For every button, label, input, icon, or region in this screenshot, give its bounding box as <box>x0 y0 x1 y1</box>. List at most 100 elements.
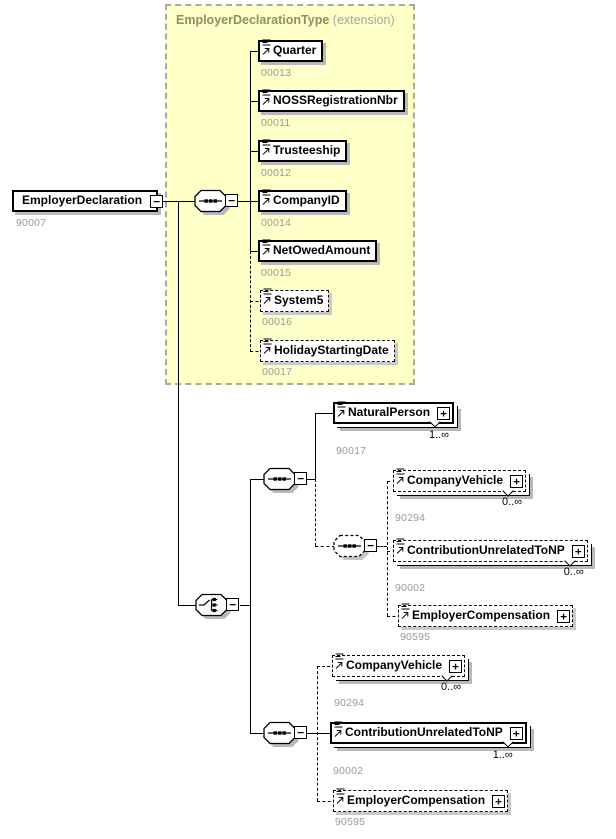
element-icon <box>334 721 343 737</box>
element-id-label: 00016 <box>262 316 293 328</box>
element-icon <box>262 139 271 155</box>
element-icon <box>396 468 405 484</box>
element-employer-compensation-2[interactable]: EmployerCompensation + 90595 <box>333 788 509 828</box>
element-contribution-unrelated-to-np-1[interactable]: ContributionUnrelatedToNP + 0..∞ 90002 <box>393 538 588 594</box>
collapse-button-sequence-top[interactable]: − <box>225 194 238 207</box>
connector <box>377 546 387 547</box>
connector <box>250 51 262 52</box>
element-id-label: 90002 <box>395 582 426 594</box>
connector <box>250 151 262 152</box>
choice-icon <box>195 593 231 619</box>
expand-button[interactable]: + <box>557 609 571 623</box>
element-name: ContributionUnrelatedToNP <box>407 543 565 557</box>
occurrence-label: 0..∞ <box>440 681 462 693</box>
connector <box>315 546 335 547</box>
collapse-button-sequence-bottom[interactable]: − <box>294 726 307 739</box>
element-icon <box>263 338 272 354</box>
occurrence-label: 0..∞ <box>563 566 584 578</box>
connector <box>387 551 396 552</box>
connector <box>250 201 262 202</box>
type-qualifier: (extension) <box>332 13 395 27</box>
element-id-label: 00011 <box>261 117 291 129</box>
connector <box>250 101 262 102</box>
element-icon <box>336 788 345 804</box>
occurrence-label: 1..∞ <box>428 429 450 441</box>
element-name: EmployerCompensation <box>347 793 486 807</box>
element-name: CompanyVehicle <box>407 473 504 487</box>
element-name: NaturalPerson <box>348 405 431 419</box>
element-id-label: 00014 <box>261 217 292 229</box>
connector <box>387 481 396 482</box>
element-name: EmployerCompensation <box>412 608 551 622</box>
connector <box>317 666 318 801</box>
element-icon <box>262 89 271 105</box>
element-id-label: 90002 <box>333 765 364 777</box>
element-name: Quarter <box>273 43 317 57</box>
element-company-vehicle-1[interactable]: CompanyVehicle + 0..∞ 90294 <box>393 468 527 524</box>
connector <box>250 301 264 302</box>
element-name: CompanyID <box>273 193 340 207</box>
element-holiday-starting-date[interactable]: HolidayStartingDate 00017 <box>260 338 395 378</box>
connector <box>250 251 262 252</box>
connector <box>317 666 335 667</box>
element-icon <box>401 603 410 619</box>
expand-button[interactable]: + <box>437 406 451 420</box>
element-icon <box>262 39 271 55</box>
element-name: ContributionUnrelatedToNP <box>345 725 503 739</box>
occurrence-label: 0..∞ <box>501 496 523 508</box>
element-icon <box>262 189 271 205</box>
element-name: System5 <box>274 293 324 307</box>
collapse-button-sequence-middle[interactable]: − <box>294 472 307 485</box>
connector <box>178 605 200 606</box>
expand-button[interactable]: + <box>449 659 463 673</box>
collapse-button-sequence-optional[interactable]: − <box>364 539 377 552</box>
sequence-icon <box>263 467 299 493</box>
connector <box>250 479 266 480</box>
element-id-label: 00017 <box>262 366 293 378</box>
connector <box>315 479 316 546</box>
connector <box>250 351 264 352</box>
element-trusteeship[interactable]: Trusteeship 00012 <box>258 139 348 179</box>
element-id-label: 00015 <box>261 267 292 279</box>
occurrence-label: 1..∞ <box>492 749 513 761</box>
element-company-vehicle-2[interactable]: CompanyVehicle + 0..∞ 90294 <box>332 653 466 709</box>
element-id-label: 90294 <box>395 512 426 524</box>
element-name: Trusteeship <box>273 143 341 157</box>
element-id-label: 00012 <box>261 167 292 179</box>
element-icon <box>337 401 346 417</box>
element-employer-compensation-1[interactable]: EmployerCompensation + 90595 <box>398 603 574 643</box>
expand-button[interactable]: + <box>571 544 585 558</box>
element-net-owed-amount[interactable]: NetOwedAmount 00015 <box>258 239 378 279</box>
element-employer-declaration[interactable]: EmployerDeclaration − 90007 <box>12 190 164 229</box>
element-icon <box>262 239 271 255</box>
collapse-button-choice[interactable]: − <box>226 598 239 611</box>
expand-button[interactable]: + <box>492 794 506 808</box>
element-quarter[interactable]: Quarter 00013 <box>258 39 324 79</box>
element-icon <box>335 653 344 669</box>
element-system5[interactable]: System5 00016 <box>260 288 330 328</box>
element-name: NOSSRegistrationNbr <box>273 93 398 107</box>
connector <box>387 481 388 616</box>
collapse-button[interactable]: − <box>150 194 164 208</box>
sequence-icon <box>194 189 230 215</box>
element-name: NetOwedAmount <box>273 243 371 257</box>
element-natural-person[interactable]: NaturalPerson + 1..∞ 90017 <box>333 401 455 457</box>
element-contribution-unrelated-to-np-2[interactable]: ContributionUnrelatedToNP + 1..∞ 90002 <box>330 721 527 777</box>
sequence-icon <box>263 721 299 747</box>
connector <box>315 413 337 414</box>
element-id-label: 00013 <box>261 67 292 79</box>
connector <box>250 479 251 733</box>
connector <box>250 733 266 734</box>
element-company-id[interactable]: CompanyID 00014 <box>258 189 347 229</box>
element-icon <box>396 538 405 554</box>
connector <box>240 605 251 606</box>
connector <box>226 201 252 202</box>
connector <box>135 201 196 202</box>
element-name: EmployerDeclaration <box>22 193 143 207</box>
connector <box>387 616 401 617</box>
expand-button[interactable]: + <box>510 474 524 488</box>
element-noss-registration-nbr[interactable]: NOSSRegistrationNbr 00011 <box>258 89 405 129</box>
element-id-label: 90017 <box>336 445 367 457</box>
type-name: EmployerDeclarationType <box>176 13 330 27</box>
expand-button[interactable]: + <box>509 726 523 740</box>
